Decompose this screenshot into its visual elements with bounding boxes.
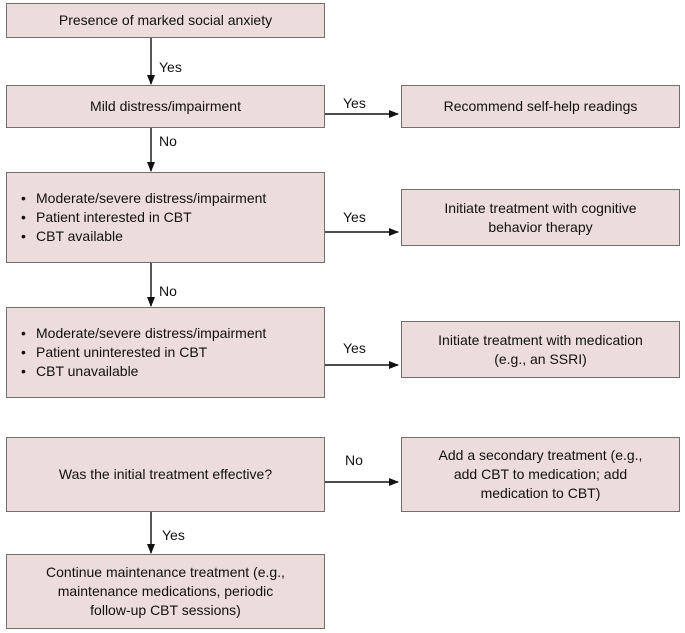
maintenance-line: Continue maintenance treatment (e.g., [46, 564, 285, 580]
cbt-condition-item: Moderate/severe distress/impairment [19, 189, 266, 208]
start-text: Presence of marked social anxiety [58, 12, 273, 28]
secondary-line: Add a secondary treatment (e.g., [438, 447, 643, 463]
no-label-cbt: No [159, 283, 177, 299]
yes-label-selfhelp: Yes [343, 95, 366, 111]
mild-distress-text: Mild distress/impairment [90, 98, 241, 114]
med-condition-box: Moderate/severe distress/impairment Pati… [6, 307, 325, 398]
med-action-box: Initiate treatment with medication (e.g.… [401, 321, 680, 378]
yes-label-start: Yes [159, 59, 182, 75]
med-action-line: (e.g., an SSRI) [494, 350, 587, 367]
med-action-line: Initiate treatment with medication [438, 331, 643, 348]
self-help-text: Recommend self-help readings [443, 98, 638, 114]
secondary-line: add CBT to medication; add [453, 466, 628, 482]
med-condition-list: Moderate/severe distress/impairment Pati… [19, 324, 266, 381]
cbt-action-box: Initiate treatment with cognitive behavi… [401, 189, 680, 246]
cbt-condition-item: Patient interested in CBT [19, 208, 266, 227]
self-help-box: Recommend self-help readings [401, 85, 680, 128]
start-box: Presence of marked social anxiety [6, 3, 325, 38]
yes-label-maintenance: Yes [162, 527, 185, 543]
cbt-action-line: Initiate treatment with cognitive [444, 199, 637, 216]
cbt-action-line: behavior therapy [488, 218, 593, 235]
cbt-condition-box: Moderate/severe distress/impairment Pati… [6, 172, 325, 263]
secondary-treatment-box: Add a secondary treatment (e.g., add CBT… [401, 437, 680, 512]
maintenance-line: follow-up CBT sessions) [90, 602, 241, 618]
effective-question-text: Was the initial treatment effective? [58, 466, 273, 482]
no-label-effective: No [345, 452, 363, 468]
med-condition-item: Moderate/severe distress/impairment [19, 324, 266, 343]
med-condition-item: Patient uninterested in CBT [19, 343, 266, 362]
cbt-condition-item: CBT available [19, 227, 266, 246]
mild-distress-box: Mild distress/impairment [6, 85, 325, 128]
cbt-condition-list: Moderate/severe distress/impairment Pati… [19, 189, 266, 246]
effective-question-box: Was the initial treatment effective? [6, 437, 325, 512]
secondary-line: medication to CBT) [480, 485, 601, 501]
med-condition-item: CBT unavailable [19, 362, 266, 381]
yes-label-med: Yes [343, 340, 366, 356]
yes-label-cbt: Yes [343, 209, 366, 225]
maintenance-box: Continue maintenance treatment (e.g., ma… [6, 554, 325, 629]
maintenance-line: maintenance medications, periodic [57, 583, 274, 599]
no-label-mild: No [159, 133, 177, 149]
